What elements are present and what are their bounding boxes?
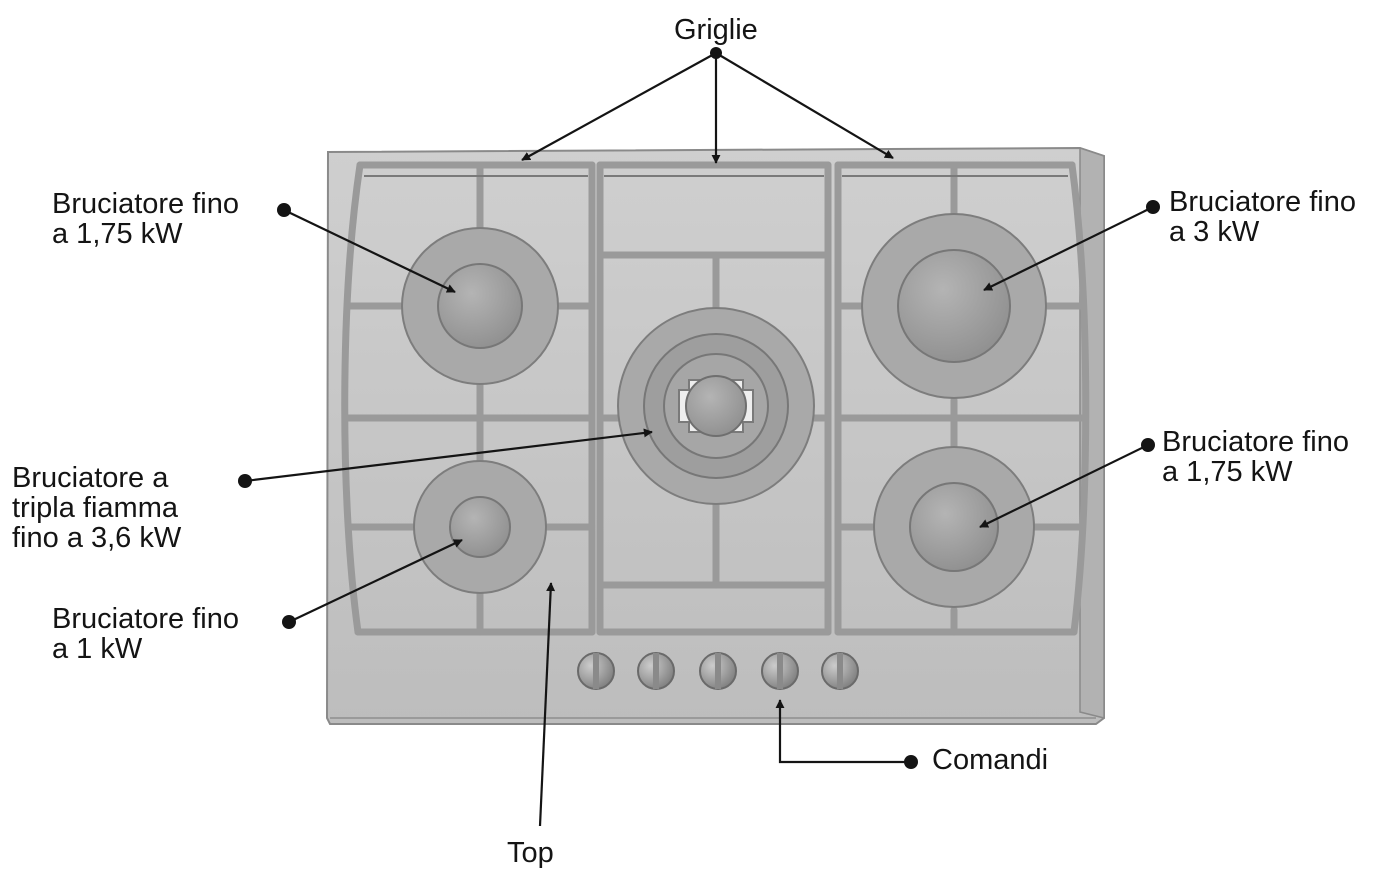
burner-right-front xyxy=(873,446,1035,608)
grate-center xyxy=(596,161,832,636)
label-burner-left-rear: Bruciatore fino a 1,75 kW xyxy=(52,188,239,250)
leader-lines xyxy=(238,47,1160,827)
label-griglie: Griglie xyxy=(674,14,758,46)
burner-left-front xyxy=(413,460,547,594)
label-comandi: Comandi xyxy=(932,744,1049,776)
label-burner-left-front: Bruciatore fino a 1 kW xyxy=(52,603,239,665)
label-burner-right-front: Bruciatore fino a 1,75 kW xyxy=(1162,426,1349,488)
burner-center-triple-flame xyxy=(617,307,815,505)
control-knobs xyxy=(577,652,859,690)
label-burner-center: Bruciatore a tripla fiamma fino a 3,6 kW xyxy=(12,462,182,554)
label-burner-right-rear: Bruciatore fino a 3 kW xyxy=(1169,186,1356,248)
knob-4 xyxy=(761,652,799,690)
knob-5 xyxy=(821,652,859,690)
knob-2 xyxy=(637,652,675,690)
label-top: Top xyxy=(507,837,554,869)
knob-3 xyxy=(699,652,737,690)
knob-1 xyxy=(577,652,615,690)
burner-right-rear xyxy=(861,213,1047,399)
burner-left-rear xyxy=(401,227,559,385)
grate-right xyxy=(834,161,1090,636)
